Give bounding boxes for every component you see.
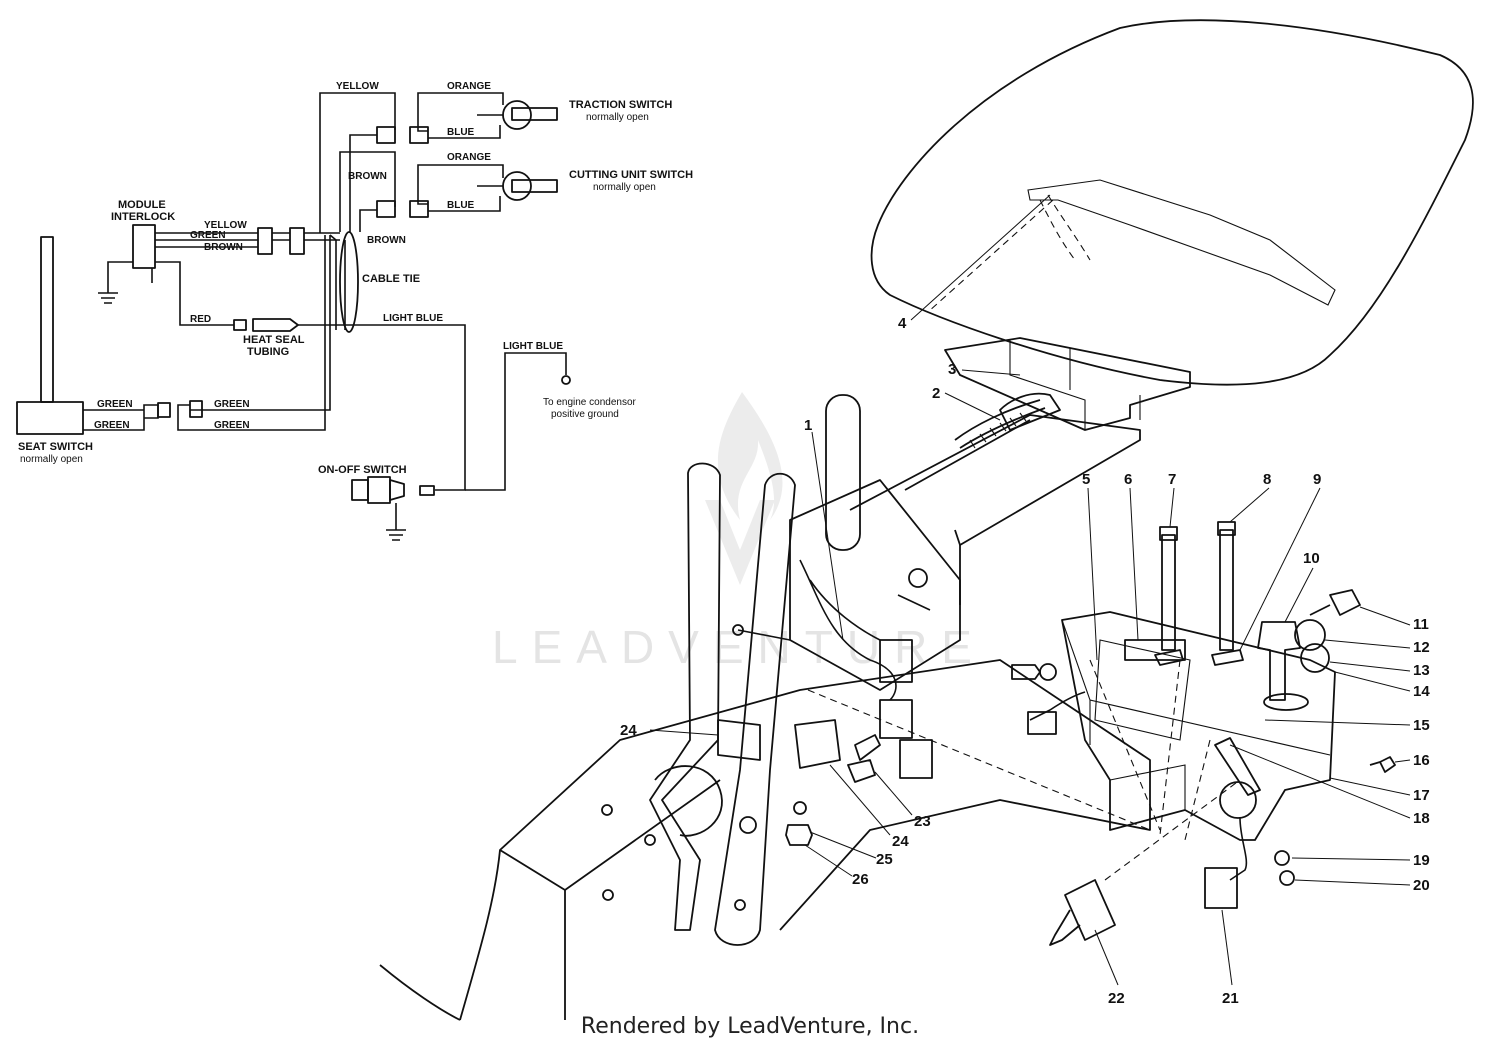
traction-switch-note: normally open [586,112,649,123]
callout-13: 13 [1413,662,1430,679]
control-box [1061,611,1336,841]
label-yellow-top: YELLOW [336,81,379,92]
callout-4: 4 [898,315,907,332]
label-green-2: GREEN [94,420,130,431]
heat-seal-tubing [252,318,299,332]
leadventure-watermark: LEADVENTURE [492,392,986,673]
callout-21: 21 [1222,990,1239,1007]
callout-15: 15 [1413,717,1430,734]
connector-21 [1204,867,1238,909]
callout-22: 22 [1108,990,1125,1007]
label-module-green: GREEN [190,230,226,241]
traction-switch-label: TRACTION SWITCH [569,99,672,111]
bolt-8 [1219,529,1234,651]
label-orange-2: ORANGE [447,152,491,163]
callout-2: 2 [932,385,940,402]
label-module-brown: BROWN [204,242,243,253]
label-orange-1: ORANGE [447,81,491,92]
cable-tie [339,231,359,333]
callout-20: 20 [1413,877,1430,894]
seat-switch-label: SEAT SWITCH [18,441,93,453]
harness-connector-1 [879,639,913,683]
label-light-blue-2: LIGHT BLUE [503,341,563,352]
callout-1: 1 [804,417,812,434]
ignition-key [1309,589,1361,616]
switch-bracket [794,719,841,769]
cutting-unit-switch-note: normally open [593,182,656,193]
callout-24b: 24 [892,833,909,850]
pedal-arm-right [714,472,796,946]
callout-18: 18 [1413,810,1430,827]
key-switch [1219,781,1257,819]
seat-switch-post [40,236,54,403]
callout-19: 19 [1413,852,1430,869]
module-label-1: MODULE [118,199,166,211]
seat-switch-note: normally open [20,454,83,465]
label-brown-top: BROWN [348,171,387,182]
label-green-4: GREEN [214,420,250,431]
steering-post [825,394,861,551]
label-blue-2: BLUE [447,200,475,211]
frame-tube [849,414,1141,546]
callout-25: 25 [876,851,893,868]
callout-16: 16 [1413,752,1430,769]
on-off-switch-label: ON-OFF SWITCH [318,464,407,476]
exploded-view [379,19,1474,1021]
traction-switch-body [502,100,532,130]
heat-seal-label-2: TUBING [247,346,289,358]
label-light-blue-1: LIGHT BLUE [383,313,443,324]
callout-9: 9 [1313,471,1321,488]
pedal-arm-left [649,462,721,931]
module-label-2: INTERLOCK [111,211,175,223]
engine-note-1: To engine condensor [543,397,637,408]
callout-3: 3 [948,361,956,378]
nut-ring [1294,619,1326,651]
callout-23: 23 [914,813,931,830]
seat-switch-box [16,401,84,435]
label-green-3: GREEN [214,399,250,410]
cutting-unit-switch-label: CUTTING UNIT SWITCH [569,169,693,181]
callout-7: 7 [1168,471,1176,488]
wiring-schematic [16,92,571,541]
callout-leaders [649,194,1411,986]
module-interlock-box [132,224,156,269]
callout-12: 12 [1413,639,1430,656]
callout-8: 8 [1263,471,1271,488]
label-brown-right: BROWN [367,235,406,246]
heat-seal-label-1: HEAT SEAL [243,334,305,346]
on-off-switch-icon [351,476,406,541]
bolt-7 [1161,534,1176,651]
callout-14: 14 [1413,683,1430,700]
label-green-1: GREEN [97,399,133,410]
engine-note-2: positive ground [551,409,619,420]
lower-frame [459,659,1151,1021]
seat-icon [870,19,1474,386]
footer-credit: Rendered by LeadVenture, Inc. [580,1014,920,1039]
label-module-yellow: YELLOW [204,220,247,231]
cable-harness [954,399,1041,441]
callout-10: 10 [1303,550,1320,567]
cutting-switch-body [502,171,532,201]
callout-26: 26 [852,871,869,888]
callout-17: 17 [1413,787,1430,804]
callout-24a: 24 [620,722,637,739]
plunger-switch [1064,879,1116,941]
label-red: RED [190,314,211,325]
schematic-labels: YELLOW ORANGE BLUE BROWN ORANGE BLUE BRO… [18,81,693,476]
callout-11: 11 [1413,616,1429,633]
seat-mount-plate [944,337,1191,431]
watermark-text: LEADVENTURE [492,621,986,673]
label-blue-1: BLUE [447,127,475,138]
callout-numbers: 1 2 3 4 5 6 7 8 9 10 11 12 13 14 15 16 1… [620,315,1430,1007]
callout-6: 6 [1124,471,1132,488]
lever [1257,621,1301,701]
cable-tie-label: CABLE TIE [362,273,420,285]
callout-5: 5 [1082,471,1090,488]
